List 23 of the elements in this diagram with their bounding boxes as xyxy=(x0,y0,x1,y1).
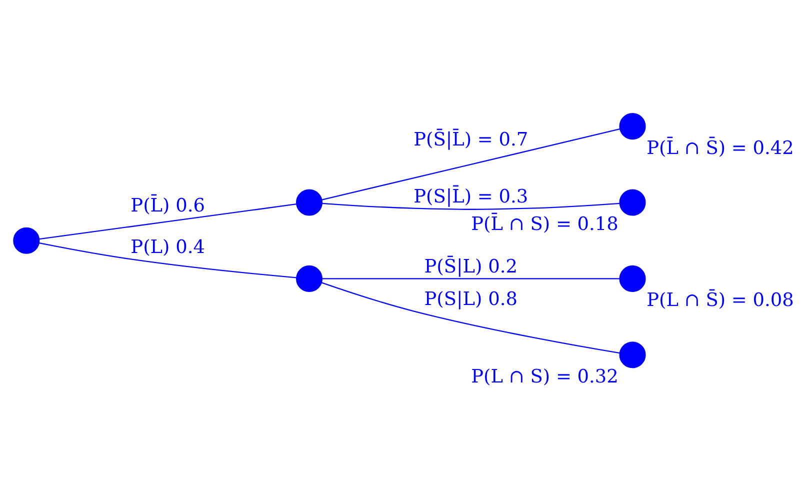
node-circle xyxy=(296,189,323,216)
node-label: P(L̄ ∩ S) = 0.18 xyxy=(471,214,618,235)
node-circle xyxy=(13,227,40,254)
node-circle xyxy=(619,113,646,140)
edge-label: P(L̄) 0.6 xyxy=(130,196,206,217)
connector xyxy=(322,278,620,280)
node-label: P(L ∩ S̄) = 0.08 xyxy=(646,290,794,312)
edge-label: P(S̄|L̄) = 0.7 xyxy=(414,130,528,151)
connector xyxy=(322,128,620,200)
edge-label: P(S|L̄) = 0.3 xyxy=(414,186,528,208)
node-circle xyxy=(619,189,646,216)
edge-label: P(S|L) 0.8 xyxy=(424,289,518,310)
edge-label: P(L) 0.4 xyxy=(130,237,206,258)
node-label: P(L̄ ∩ S̄) = 0.42 xyxy=(646,138,794,159)
connector xyxy=(39,204,296,240)
connector xyxy=(321,282,620,354)
node-circle xyxy=(296,265,323,292)
node-circle xyxy=(619,265,646,292)
edge-label: P(S̄|L) 0.2 xyxy=(424,256,518,278)
node-circle xyxy=(619,342,646,368)
connector xyxy=(322,202,620,210)
node-label: P(L ∩ S) = 0.32 xyxy=(471,366,618,388)
connector xyxy=(38,242,296,278)
